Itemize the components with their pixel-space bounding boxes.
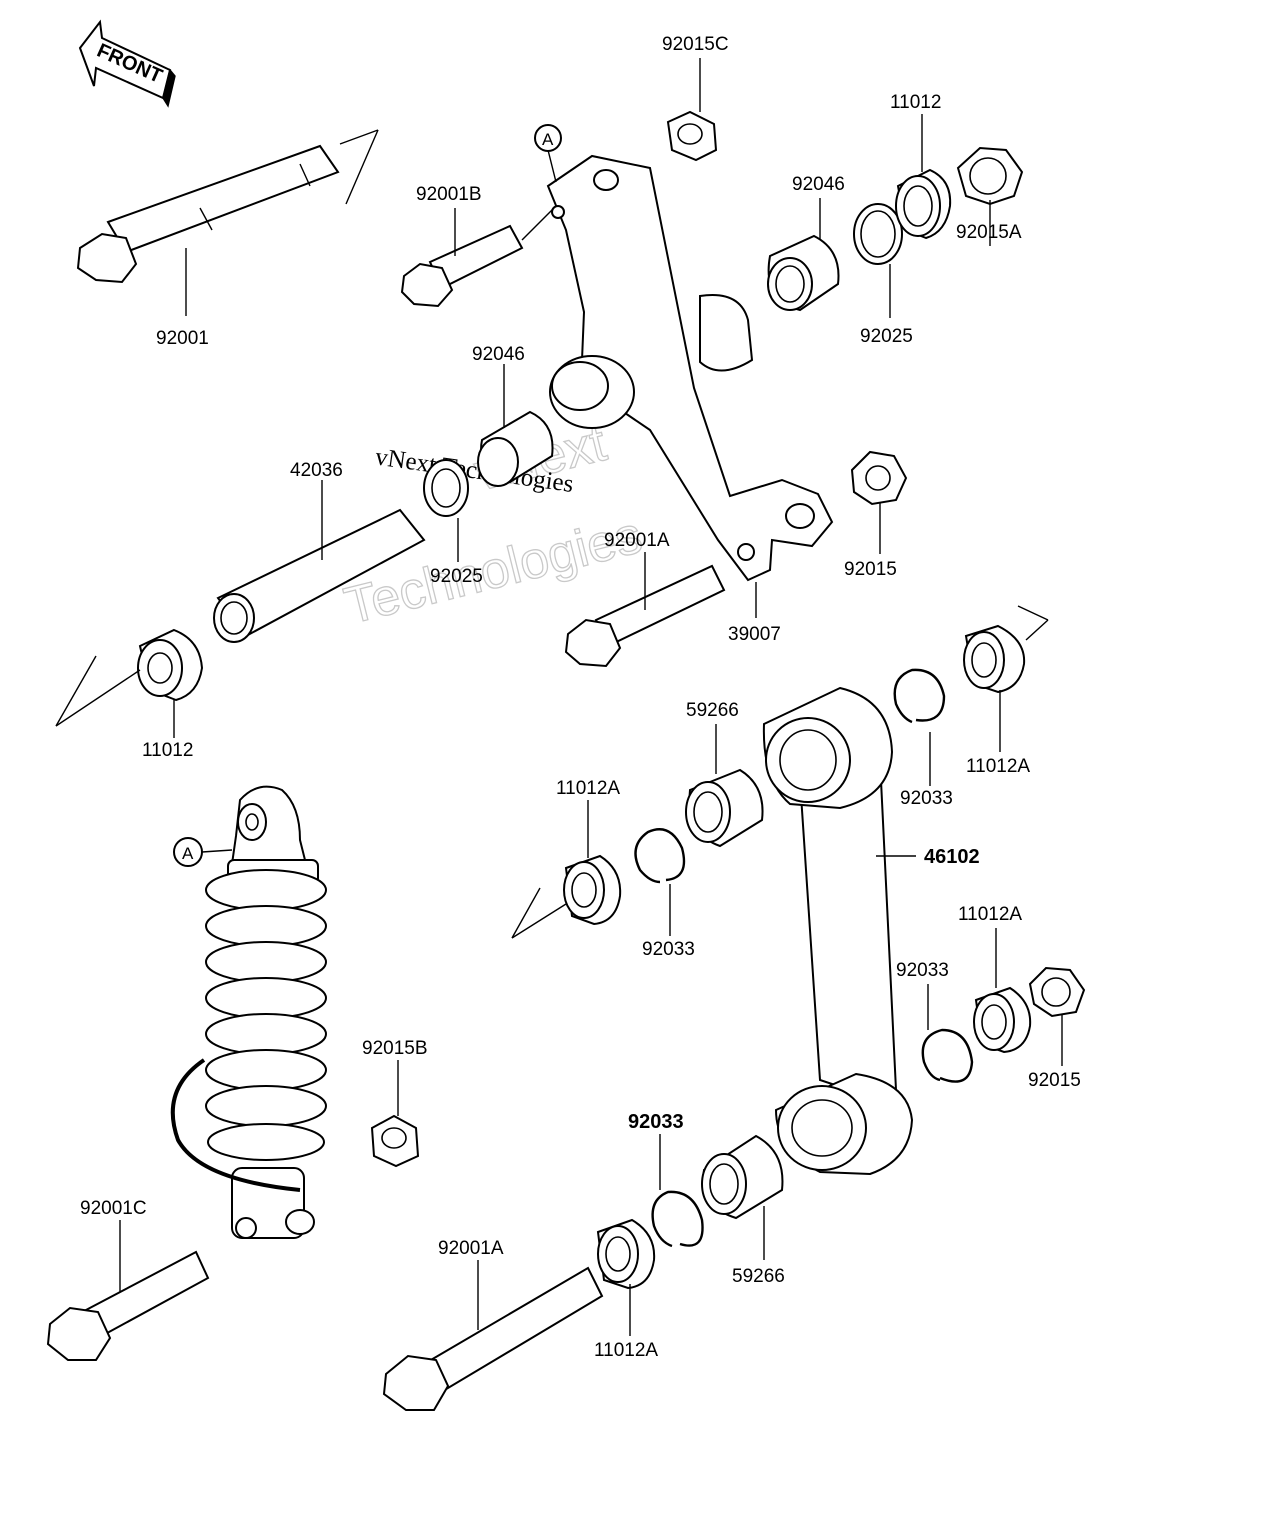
label-59266-top: 59266 xyxy=(686,700,739,721)
nut-92015B xyxy=(370,1060,420,1168)
label-11012-left: 11012 xyxy=(142,740,193,761)
bearing-92046-top xyxy=(767,198,840,312)
bolt-92001A-mid xyxy=(564,552,726,668)
label-92015-bottom-right: 92015 xyxy=(1028,1070,1081,1091)
callout-letter: A xyxy=(542,130,554,149)
bushing-59266-bottom xyxy=(701,1134,784,1260)
label-11012-top: 11012 xyxy=(890,92,941,113)
label-92025-top: 92025 xyxy=(860,326,913,347)
label-92033-right-top: 92033 xyxy=(900,788,953,809)
circlip-92033-right-mid xyxy=(921,984,974,1083)
label-11012A-right-top: 11012A xyxy=(966,756,1030,777)
label-92033-bottom: 92033 xyxy=(628,1111,684,1133)
circlip-92033-right-top xyxy=(893,668,946,786)
label-11012A-bottom: 11012A xyxy=(594,1340,658,1361)
label-92033-left: 92033 xyxy=(642,939,695,960)
nut-92015C xyxy=(666,58,718,162)
label-92046-mid: 92046 xyxy=(472,344,525,365)
shock-absorber xyxy=(170,785,327,1239)
callout-a-shock: A xyxy=(173,837,233,867)
bolt-92001C xyxy=(46,1220,210,1361)
label-92033-right-mid: 92033 xyxy=(896,960,949,981)
collar-11012A-bottom xyxy=(596,1218,656,1336)
callout-letter: A xyxy=(182,844,194,863)
sleeve-42036 xyxy=(213,480,426,643)
callout-a-top: A xyxy=(534,124,562,152)
label-92046-top: 92046 xyxy=(792,174,845,195)
label-92015-mid: 92015 xyxy=(844,559,897,580)
bolt-92001B xyxy=(400,205,557,308)
label-42036: 42036 xyxy=(290,460,343,481)
nut-92015-mid xyxy=(850,450,908,554)
label-92001B: 92001B xyxy=(416,184,482,205)
part-labels: 92015C 11012 92046 92001B 92015A 92025 9… xyxy=(80,34,1081,1361)
circlip-92033-left xyxy=(634,828,686,936)
label-92025-mid: 92025 xyxy=(430,566,483,587)
nut-92015A xyxy=(956,146,1024,246)
collar-11012A-left xyxy=(511,800,622,939)
label-92001: 92001 xyxy=(156,328,209,349)
label-92001A-mid: 92001A xyxy=(604,530,670,551)
seal-92025-top xyxy=(853,203,903,318)
label-59266-bottom: 59266 xyxy=(732,1266,785,1287)
collar-11012-left xyxy=(55,628,204,738)
label-11012A-right-mid: 11012A xyxy=(958,904,1022,925)
tie-rod-46102 xyxy=(762,686,916,1176)
collar-11012-top xyxy=(895,114,952,240)
bushing-59266-top xyxy=(685,724,764,848)
label-11012A-left: 11012A xyxy=(556,778,620,799)
label-92015B: 92015B xyxy=(362,1038,428,1059)
circlip-92033-bottom xyxy=(651,1134,704,1248)
shock-spring xyxy=(205,869,327,1161)
rocker-arm-39007 xyxy=(546,149,834,618)
label-92001C: 92001C xyxy=(80,1198,147,1219)
label-92015A: 92015A xyxy=(956,222,1022,243)
label-92001A-bottom: 92001A xyxy=(438,1238,504,1259)
nut-92015-bottom-right xyxy=(1028,966,1086,1066)
collar-11012A-right-top xyxy=(963,605,1049,752)
bearing-92046-mid xyxy=(477,364,554,487)
label-39007: 39007 xyxy=(728,624,781,645)
front-arrow-icon: FRONT xyxy=(78,19,176,108)
label-92015C: 92015C xyxy=(662,34,729,55)
seal-92025-mid xyxy=(423,459,469,562)
bolt-92001 xyxy=(76,129,379,316)
bolt-92001A-bottom xyxy=(382,1260,604,1411)
label-46102: 46102 xyxy=(924,846,980,868)
collar-11012A-right-mid xyxy=(973,928,1032,1054)
